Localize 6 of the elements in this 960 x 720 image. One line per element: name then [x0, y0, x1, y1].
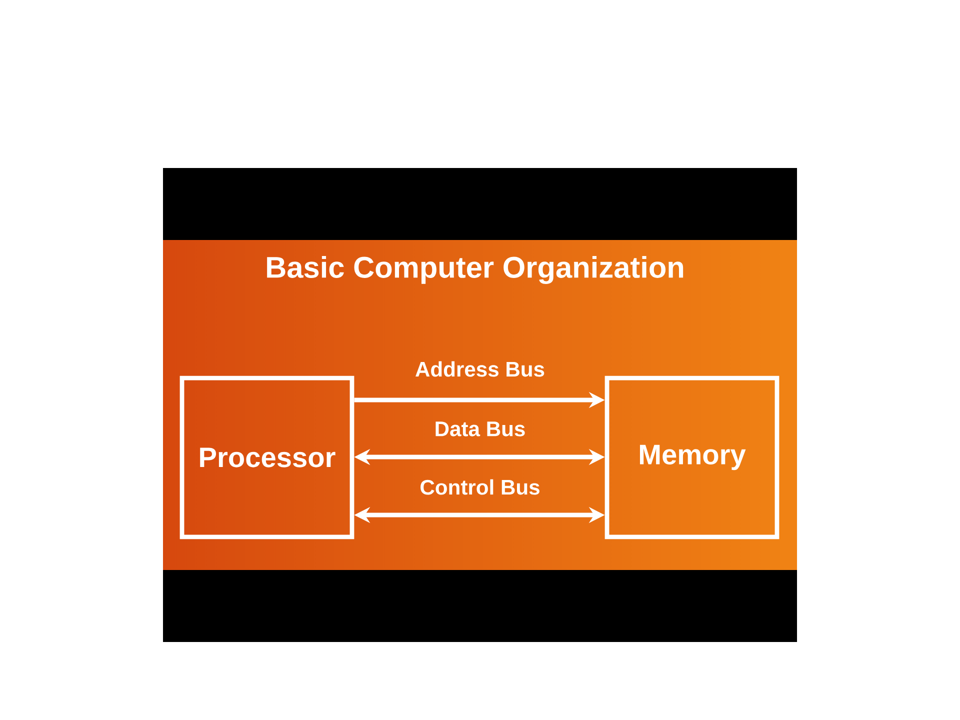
component-box: Processor: [180, 376, 354, 540]
edge-label: Address Bus: [416, 361, 544, 377]
edge-label: Data Bus: [436, 422, 525, 436]
edge-label: Control Bus: [420, 479, 540, 495]
title: Basic Computer Organization: [267, 256, 684, 284]
component-box: Memory: [604, 376, 780, 540]
